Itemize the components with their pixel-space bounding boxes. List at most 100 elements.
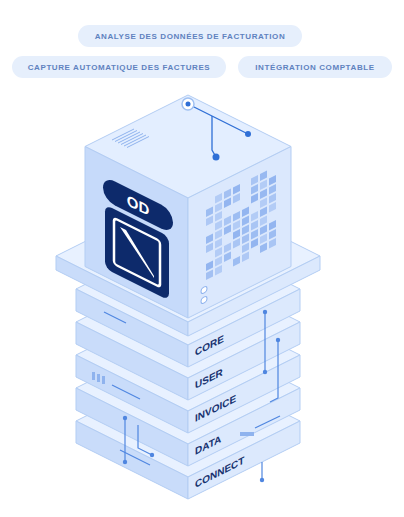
pixel-cell <box>206 243 213 254</box>
top-circuit-dots <box>182 98 251 161</box>
illustration-part <box>263 310 267 314</box>
pixel-cell <box>233 184 240 195</box>
pixel-cell <box>224 189 231 200</box>
illustration-part <box>115 131 137 142</box>
pixel-cell <box>251 193 258 204</box>
pixel-cell <box>233 256 240 267</box>
illustration-part <box>112 129 134 140</box>
pixel-grid <box>206 166 276 280</box>
pixel-cell <box>215 265 222 276</box>
illustration-part <box>264 312 265 372</box>
illustration-part <box>120 450 150 465</box>
pixel-cell <box>233 229 240 240</box>
pixel-cell <box>242 252 249 263</box>
illustration-part <box>105 205 169 301</box>
illustration-part <box>97 374 100 382</box>
pixel-cell <box>269 175 276 186</box>
feature-pill: ANALYSE DES DONNÉES DE FACTURATION <box>78 25 302 47</box>
circuit-traces <box>104 312 280 480</box>
illustration-part <box>124 135 146 146</box>
pixel-cell <box>269 202 276 213</box>
pixel-cell <box>269 184 276 195</box>
pixel-cell <box>260 225 267 236</box>
pixel-cell <box>242 207 249 218</box>
pixel-cell <box>206 270 213 281</box>
pixel-cell <box>233 238 240 249</box>
illustration-part <box>186 102 191 107</box>
pixel-cell <box>251 211 258 222</box>
illustration-part <box>102 376 105 384</box>
feature-pill: INTÉGRATION COMPTABLE <box>238 56 392 78</box>
pixel-cell <box>215 202 222 213</box>
pixel-cell <box>233 211 240 222</box>
pixel-cell <box>269 193 276 204</box>
pixel-cell <box>260 216 267 227</box>
pixel-cell <box>260 234 267 245</box>
illustration-part <box>188 104 248 134</box>
illustration-part <box>124 418 125 462</box>
pixel-cell <box>215 256 222 267</box>
top-vents <box>112 129 149 148</box>
pixel-cell <box>215 238 222 249</box>
pixel-cell <box>215 229 222 240</box>
pixel-cell <box>206 207 213 218</box>
illustration-part <box>123 416 127 420</box>
illustration-part <box>112 385 140 399</box>
pixel-cell <box>251 238 258 249</box>
pixel-cell <box>251 184 258 195</box>
pixel-cell <box>206 261 213 272</box>
pixel-cell <box>233 193 240 204</box>
illustration-part <box>270 340 278 402</box>
pixel-cell <box>215 220 222 231</box>
pixel-cell <box>269 238 276 249</box>
illustration-part <box>188 147 291 319</box>
pixel-cell <box>260 207 267 218</box>
pixel-cell <box>224 252 231 263</box>
top-circuit <box>188 104 248 157</box>
illustration-part <box>127 137 149 148</box>
pixel-cell <box>242 225 249 236</box>
pixel-cell <box>251 175 258 186</box>
illustration-part <box>104 312 126 323</box>
illustration-part <box>138 425 152 455</box>
pixel-cell <box>224 216 231 227</box>
pixel-cell <box>260 180 267 191</box>
circuit-dots <box>123 310 280 482</box>
illustration-part <box>85 147 188 319</box>
pixel-cell <box>251 220 258 231</box>
illustration-part <box>276 338 280 342</box>
illustration-part <box>201 286 207 295</box>
pill-text: CAPTURE AUTOMATIQUE DES FACTURES <box>28 63 211 72</box>
pixel-cell <box>206 234 213 245</box>
illustration-part <box>182 98 194 110</box>
status-dots <box>201 286 207 305</box>
pixel-cell <box>224 243 231 254</box>
illustration-part <box>245 131 251 137</box>
pill-text: INTÉGRATION COMPTABLE <box>255 63 374 72</box>
pixel-cell <box>233 220 240 231</box>
illustration-part <box>114 218 160 287</box>
pixel-cell <box>260 243 267 254</box>
pixel-cell <box>260 171 267 182</box>
pixel-cell <box>224 225 231 236</box>
pixel-cell <box>224 198 231 209</box>
illustration-part <box>240 432 254 436</box>
pixel-cell <box>215 247 222 258</box>
illustration-part <box>121 134 143 145</box>
illustration-part <box>150 453 154 457</box>
pixel-cell <box>251 229 258 240</box>
illustration-part <box>212 116 216 157</box>
pixel-cell <box>242 243 249 254</box>
feature-pill: CAPTURE AUTOMATIQUE DES FACTURES <box>12 56 226 78</box>
illustration-part <box>263 370 267 374</box>
chip-marks <box>92 372 254 436</box>
pixel-cell <box>269 229 276 240</box>
pixel-cell <box>269 220 276 231</box>
pixel-cell <box>260 189 267 200</box>
illustration-part <box>123 460 127 464</box>
illustration-part <box>118 132 140 143</box>
illustration-part <box>260 478 264 482</box>
od-logo <box>103 176 173 303</box>
pixel-cell <box>260 198 267 209</box>
